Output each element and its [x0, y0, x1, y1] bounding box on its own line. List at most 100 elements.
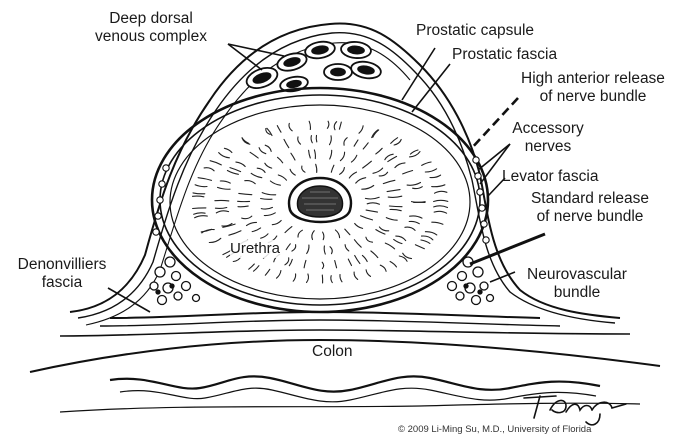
- gland-stroke: [348, 259, 351, 265]
- gland-stroke: [388, 196, 402, 197]
- gland-stroke: [434, 206, 448, 208]
- gland-stroke: [373, 168, 383, 173]
- label-denonvilliers-fascia: Denonvilliers fascia: [6, 256, 118, 292]
- gland-stroke: [195, 185, 207, 187]
- gland-stroke: [291, 153, 295, 160]
- label-standard-release-line1: Standard release: [510, 190, 670, 208]
- gland-stroke: [285, 227, 292, 233]
- label-standard-release: Standard release of nerve bundle: [510, 190, 670, 226]
- gland-stroke: [354, 240, 361, 248]
- gland-stroke: [201, 229, 212, 232]
- gland-stroke: [224, 148, 232, 152]
- gland-stroke: [249, 264, 255, 269]
- gland-stroke: [367, 203, 379, 204]
- gland-stroke: [410, 216, 422, 218]
- gland-stroke: [339, 122, 341, 129]
- gland-stroke: [204, 168, 214, 171]
- gland-stroke: [289, 259, 292, 265]
- gland-stroke: [272, 221, 281, 225]
- gland-stroke: [422, 236, 433, 240]
- gland-stroke: [309, 150, 311, 158]
- label-accessory-nerves: Accessory nerves: [502, 120, 594, 156]
- gland-stroke: [209, 238, 221, 242]
- gland-stroke: [335, 261, 337, 268]
- gland-stroke: [261, 199, 272, 200]
- label-high-anterior-line2: of nerve bundle: [502, 88, 684, 106]
- label-accessory-line2: nerves: [502, 138, 594, 156]
- gland-stroke: [403, 171, 413, 174]
- gland-stroke: [290, 169, 295, 175]
- gland-stroke: [250, 152, 258, 158]
- gland-stroke: [410, 150, 418, 154]
- gland-stroke: [293, 274, 295, 281]
- gland-stroke: [354, 140, 358, 146]
- gland-stroke: [257, 168, 265, 172]
- gland-stroke: [409, 221, 419, 223]
- gland-stroke: [324, 246, 325, 254]
- gland-stroke: [362, 255, 367, 261]
- gland-stroke: [261, 234, 268, 238]
- gland-stroke: [425, 232, 436, 235]
- gland-stroke: [289, 123, 292, 130]
- gland-stroke: [434, 200, 448, 201]
- gland-stroke: [265, 145, 271, 151]
- gland-stroke: [421, 240, 430, 243]
- gland-stroke: [354, 272, 358, 279]
- gland-stroke: [394, 239, 402, 243]
- gland-stroke: [385, 243, 394, 249]
- gland-stroke: [430, 175, 441, 178]
- gland-stroke: [379, 172, 387, 176]
- gland-stroke: [198, 178, 211, 181]
- gland-stroke: [415, 245, 424, 249]
- urethra-structure: [289, 178, 351, 222]
- gland-stroke: [334, 122, 336, 130]
- gland-stroke: [218, 187, 231, 189]
- label-prostatic-fascia: Prostatic fascia: [452, 46, 557, 64]
- label-denonvilliers-line2: fascia: [6, 274, 118, 292]
- gland-stroke: [412, 202, 426, 203]
- label-deep-dorsal-line2: venous complex: [80, 28, 222, 46]
- gland-stroke: [355, 224, 363, 229]
- gland-stroke: [298, 137, 301, 144]
- gland-stroke: [434, 211, 447, 213]
- gland-stroke: [314, 150, 315, 159]
- gland-stroke: [362, 186, 374, 190]
- gland-stroke: [366, 210, 377, 212]
- gland-stroke: [435, 191, 447, 193]
- gland-stroke: [366, 237, 373, 242]
- label-neurovascular-line2: bundle: [518, 284, 636, 302]
- gland-stroke: [227, 171, 238, 175]
- gland-stroke: [379, 227, 388, 231]
- gland-stroke: [387, 190, 400, 192]
- gland-stroke: [331, 165, 334, 172]
- gland-stroke: [323, 232, 324, 240]
- gland-stroke: [229, 231, 241, 235]
- gland-stroke: [285, 258, 289, 265]
- gland-stroke: [270, 181, 280, 185]
- gland-stroke: [366, 270, 370, 277]
- gland-stroke: [359, 126, 363, 133]
- gland-stroke: [307, 245, 309, 254]
- gland-stroke: [432, 222, 443, 224]
- gland-stroke: [345, 245, 349, 251]
- gland-stroke: [238, 206, 248, 207]
- gland-stroke: [195, 216, 208, 218]
- gland-stroke: [210, 161, 221, 165]
- label-urethra: Urethra: [230, 240, 280, 258]
- gland-stroke: [251, 173, 262, 177]
- gland-stroke: [340, 275, 342, 282]
- gland-stroke: [344, 138, 347, 146]
- gland-stroke: [292, 245, 296, 251]
- gland-stroke: [388, 156, 397, 161]
- gland-stroke: [395, 163, 405, 168]
- label-deep-dorsal-line1: Deep dorsal: [80, 10, 222, 28]
- gland-stroke: [302, 166, 305, 172]
- gland-stroke: [193, 208, 206, 209]
- gland-stroke: [390, 262, 396, 267]
- gland-stroke: [309, 121, 310, 129]
- label-colon: Colon: [312, 343, 353, 361]
- gland-stroke: [363, 143, 368, 149]
- gland-stroke: [252, 228, 260, 232]
- gland-stroke: [330, 150, 332, 159]
- gland-stroke: [376, 148, 382, 154]
